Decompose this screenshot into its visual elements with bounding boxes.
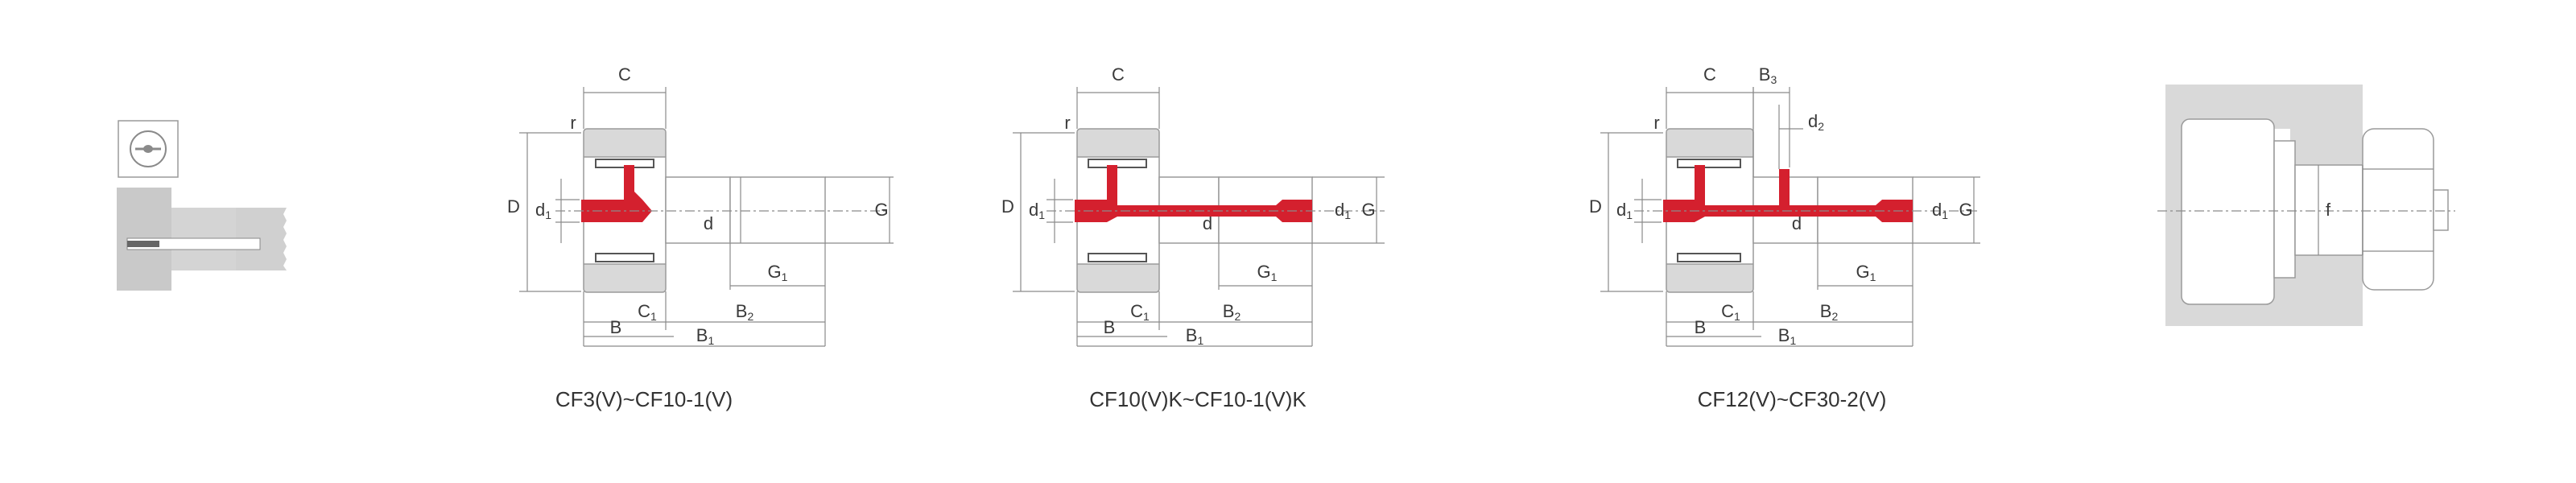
- label-C: C: [618, 64, 631, 85]
- oil-path: [1075, 165, 1312, 222]
- caption-cf3: CF3(V)~CF10-1(V): [555, 387, 733, 411]
- label-B: B: [1104, 317, 1116, 337]
- outer-ring-lower: [1666, 261, 1754, 293]
- label-C: C: [1703, 64, 1716, 85]
- needle-row-bottom: [1677, 253, 1741, 262]
- label-f: f: [2326, 200, 2331, 220]
- label-d1: d1: [1029, 200, 1045, 221]
- mount-bore: [2294, 164, 2363, 256]
- stud-icon-thread: [236, 208, 287, 270]
- oil-path: [581, 165, 652, 222]
- diagram-cf3: C r D d1 d G G1 C1 B2 B B1 CF3(V)~CF10-1…: [507, 64, 894, 411]
- label-G1: G1: [1257, 262, 1278, 283]
- label-C1: C1: [638, 301, 657, 323]
- label-r: r: [570, 113, 576, 133]
- needle-row-top: [1677, 159, 1741, 168]
- label-d2: d2: [1808, 111, 1824, 133]
- label-B: B: [1695, 317, 1707, 337]
- label-G1: G1: [768, 262, 788, 283]
- label-G1: G1: [1856, 262, 1876, 283]
- label-B: B: [610, 317, 622, 337]
- label-d1: d1: [1616, 200, 1633, 221]
- label-d: d: [1792, 213, 1802, 233]
- label-G: G: [1959, 200, 1972, 220]
- label-D: D: [1589, 196, 1602, 217]
- label-D: D: [1001, 196, 1014, 217]
- diagram-cf12: C B3 d2 r D d1 d d1 G G1 C1 B2 B B1 CF12…: [1589, 64, 1980, 411]
- stud-icon-bore-inner: [127, 241, 159, 247]
- label-r: r: [1064, 113, 1070, 133]
- mount-flange: [2273, 140, 2296, 279]
- label-B1: B1: [696, 325, 715, 347]
- stud-shank: [665, 176, 731, 244]
- label-B2: B2: [736, 301, 754, 323]
- needle-row-bottom: [595, 253, 654, 262]
- outer-ring: [583, 128, 667, 160]
- hex-socket-hub: [143, 145, 153, 153]
- needle-row-bottom: [1088, 253, 1147, 262]
- caption-cf10k: CF10(V)K~CF10-1(V)K: [1089, 387, 1307, 411]
- label-r: r: [1653, 113, 1659, 133]
- label-B1: B1: [1778, 325, 1797, 347]
- outer-ring: [1076, 128, 1160, 160]
- label-G: G: [1361, 200, 1375, 220]
- label-B1: B1: [1186, 325, 1204, 347]
- diagram-cf10k: C r D d1 d d1 G G1 C1 B2 B B1 CF10(V)K~C…: [1001, 64, 1385, 411]
- label-B2: B2: [1223, 301, 1241, 323]
- label-d: d: [704, 213, 713, 233]
- label-D: D: [507, 196, 520, 217]
- outer-ring: [1666, 128, 1754, 160]
- outer-ring-lower: [1076, 261, 1160, 293]
- label-d1-thread: d1: [1932, 200, 1948, 221]
- oil-path: [1663, 165, 1913, 222]
- stud-icon-panel: [117, 120, 287, 291]
- stud-thread: [729, 176, 826, 244]
- label-d1: d1: [535, 200, 551, 221]
- label-C1: C1: [1721, 301, 1740, 323]
- label-B3: B3: [1759, 64, 1777, 86]
- label-G: G: [874, 200, 888, 220]
- mounting-diagram: f: [2157, 85, 2455, 326]
- mount-roller: [2181, 118, 2275, 305]
- outer-ring-lower: [583, 261, 667, 293]
- caption-cf12: CF12(V)~CF30-2(V): [1698, 387, 1887, 411]
- label-C: C: [1112, 64, 1125, 85]
- label-d: d: [1203, 213, 1212, 233]
- label-C1: C1: [1130, 301, 1150, 323]
- mount-stud-end: [2433, 189, 2449, 231]
- mount-nut: [2362, 128, 2434, 291]
- label-d1-thread: d1: [1335, 200, 1351, 221]
- label-B2: B2: [1820, 301, 1839, 323]
